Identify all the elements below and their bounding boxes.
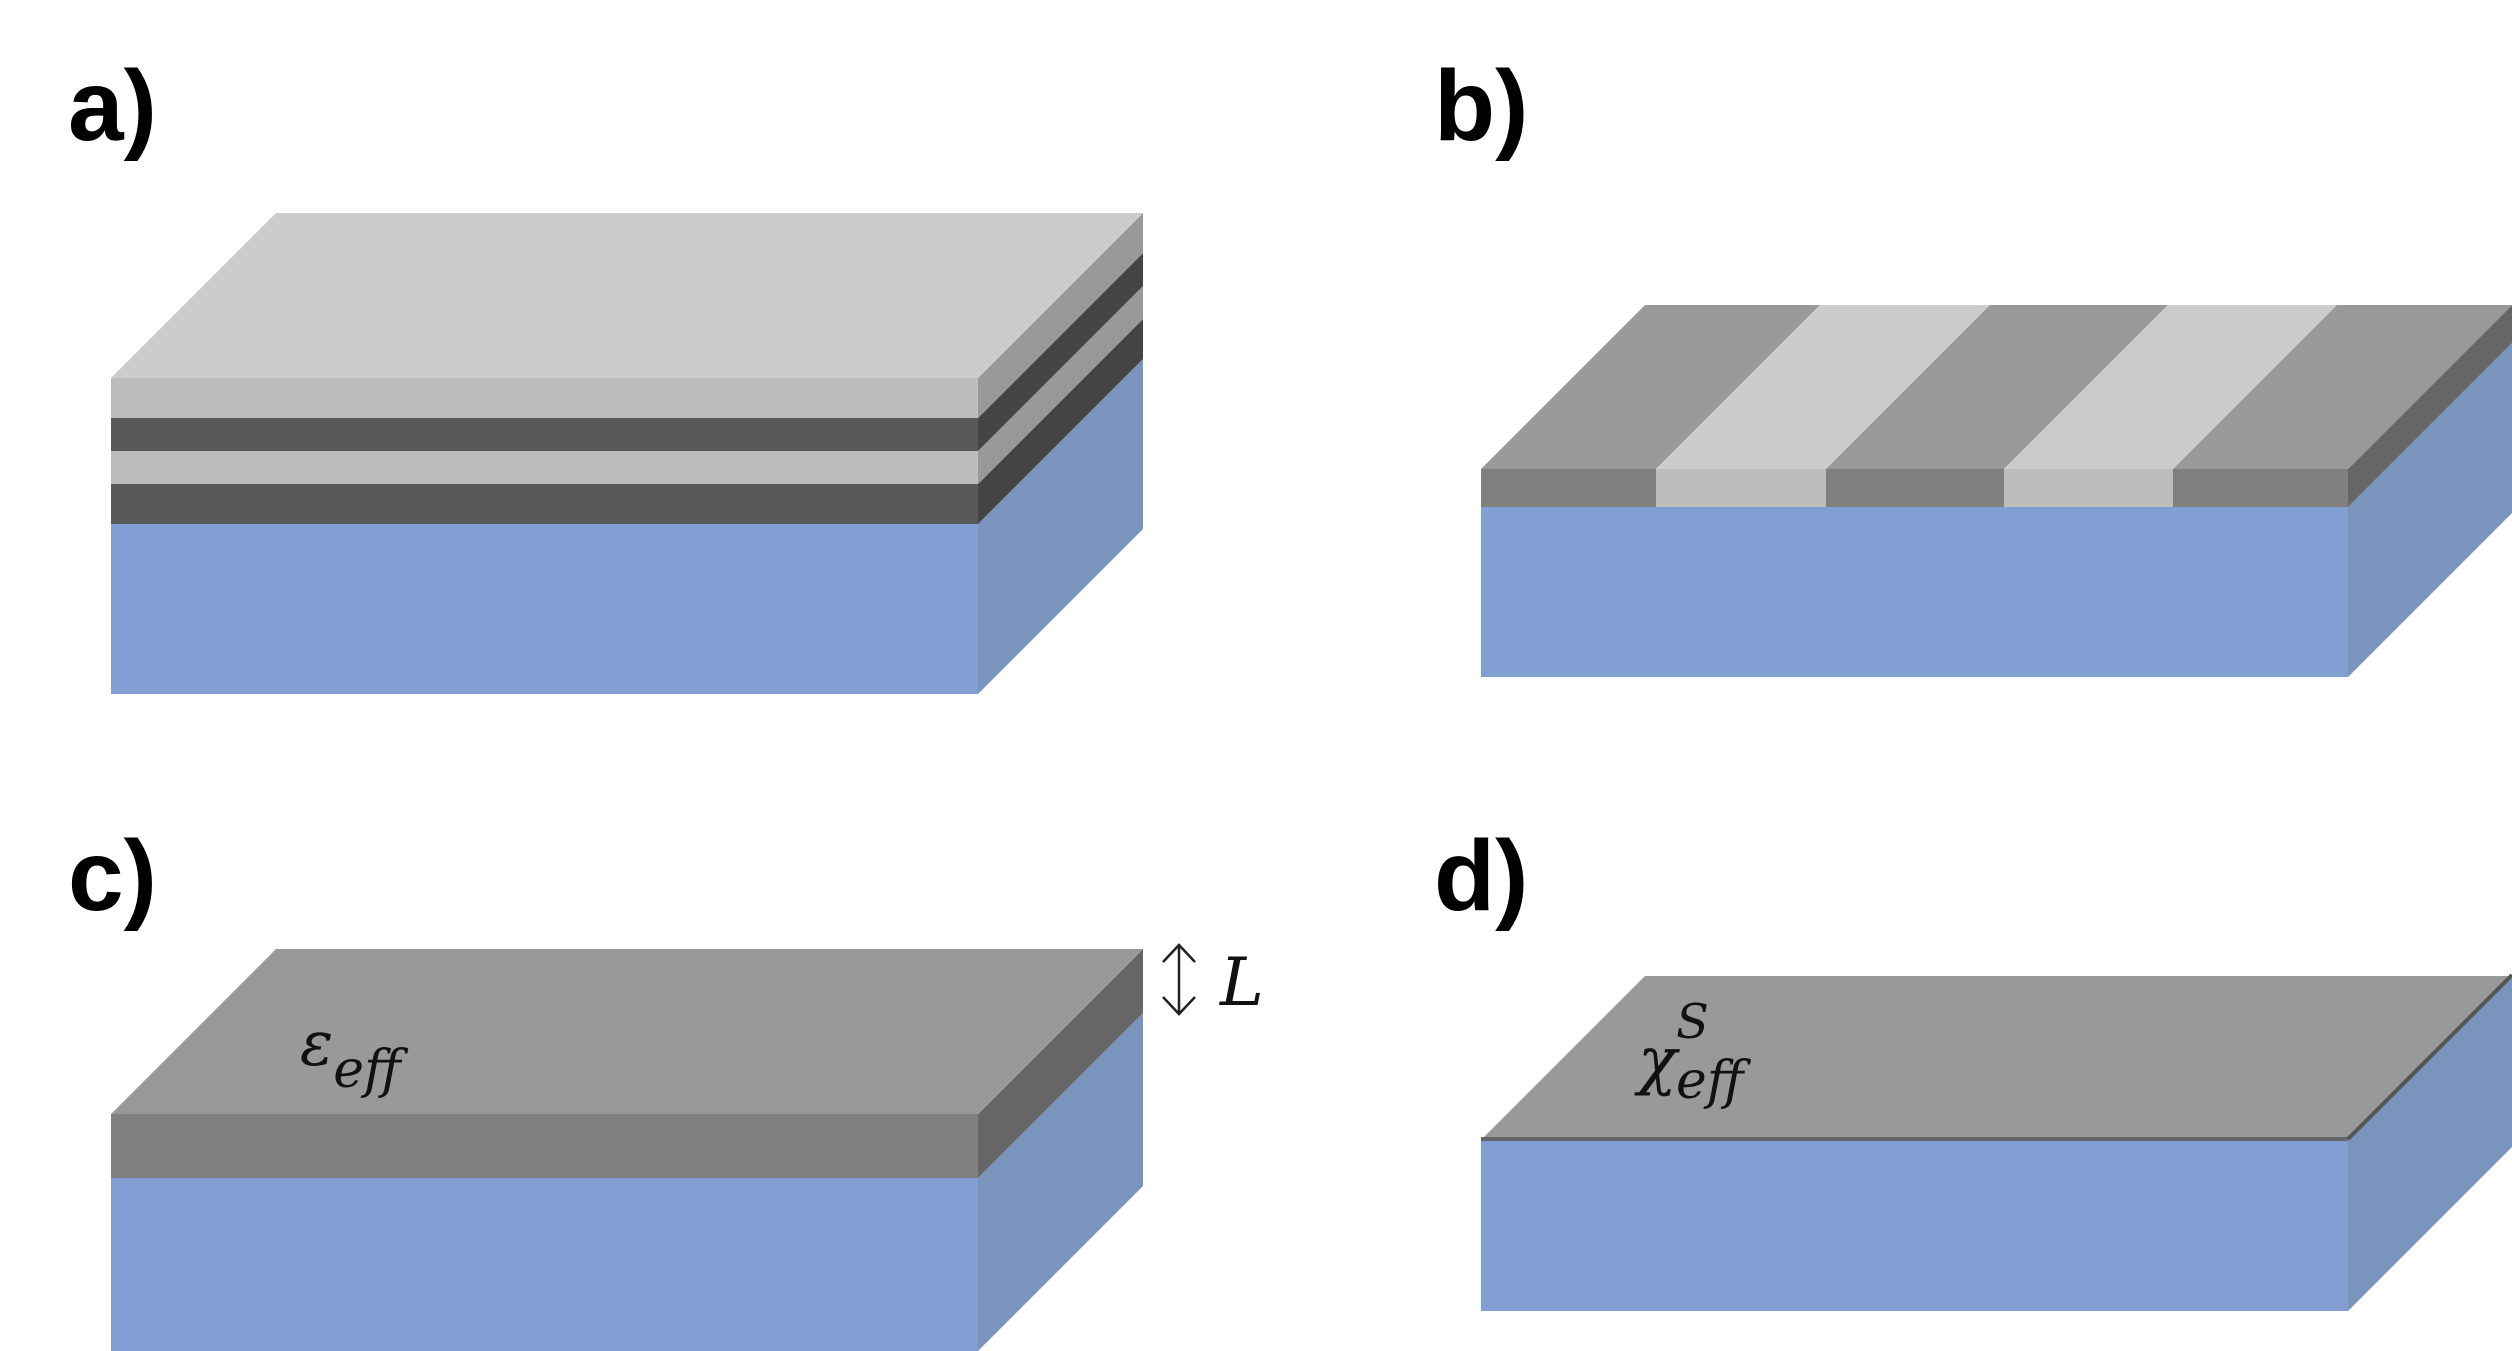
panel-d-label: d) (1434, 820, 1528, 932)
substrate-side-face (978, 1013, 1143, 1351)
chi-superscript: S (1676, 994, 1709, 1050)
panel-c: c) εeff L (68, 820, 1264, 1351)
panel-d: d) χ S eff (1434, 820, 2512, 1311)
substrate-front-face (111, 524, 978, 694)
substrate-side-face (2348, 343, 2512, 677)
panel-b-substrate (1481, 343, 2512, 677)
chi-symbol: χ (1634, 1024, 1680, 1098)
stripe-dark-front (1481, 469, 1656, 507)
light-layer-front (111, 451, 978, 484)
substrate-front-face (1481, 507, 2348, 677)
panel-b-grating (1481, 305, 2512, 507)
film-front-face (111, 1114, 978, 1178)
film-side-face (978, 949, 1143, 1178)
panel-b-label: b) (1434, 50, 1528, 162)
panel-c-substrate (111, 1013, 1143, 1351)
stripe-dark-top (1481, 305, 1820, 469)
panel-a: a) (68, 50, 1143, 694)
light-layer-side (978, 286, 1143, 484)
stripe-dark-front (1826, 469, 2004, 507)
panel-a-label: a) (68, 50, 157, 162)
light-layer-front (111, 378, 978, 418)
substrate-side-face (978, 359, 1143, 694)
chi-subscript: eff (1676, 1051, 1752, 1111)
stripe-dark-top (2173, 305, 2512, 469)
sheet-top-surface (1481, 976, 2512, 1140)
epsilon-symbol: εeff (300, 1007, 409, 1100)
stripe-dark-front (2173, 469, 2348, 507)
film-top-surface (111, 949, 1143, 1114)
dark-layer-side (978, 253, 1143, 451)
panel-c-effective-film (111, 949, 1143, 1178)
panel-b: b) (1434, 50, 2512, 677)
dark-layer-front (111, 418, 978, 451)
panel-a-substrate (111, 359, 1143, 694)
top-surface (111, 213, 1143, 378)
stripe-dark-top (1826, 305, 2168, 469)
substrate-front-face (111, 1178, 978, 1351)
thickness-arrow-icon (1162, 943, 1196, 1016)
sheet-side-edge (2346, 973, 2512, 1141)
panel-d-substrate (1481, 973, 2512, 1311)
dark-layer-side (978, 319, 1143, 524)
stripe-light-top (2004, 305, 2337, 469)
stripe-light-top (1656, 305, 1990, 469)
panel-a-layer-stack (111, 213, 1143, 524)
light-layer-side (978, 213, 1143, 418)
substrate-front-face (1481, 1140, 2348, 1311)
dark-layer-front (111, 484, 978, 524)
thickness-label: L (1219, 944, 1264, 1021)
panel-c-label: c) (68, 820, 157, 932)
stripe-side (2348, 305, 2512, 507)
substrate-side-face (2348, 976, 2512, 1311)
stripe-light-front (2004, 469, 2173, 507)
stripe-light-front (1656, 469, 1826, 507)
